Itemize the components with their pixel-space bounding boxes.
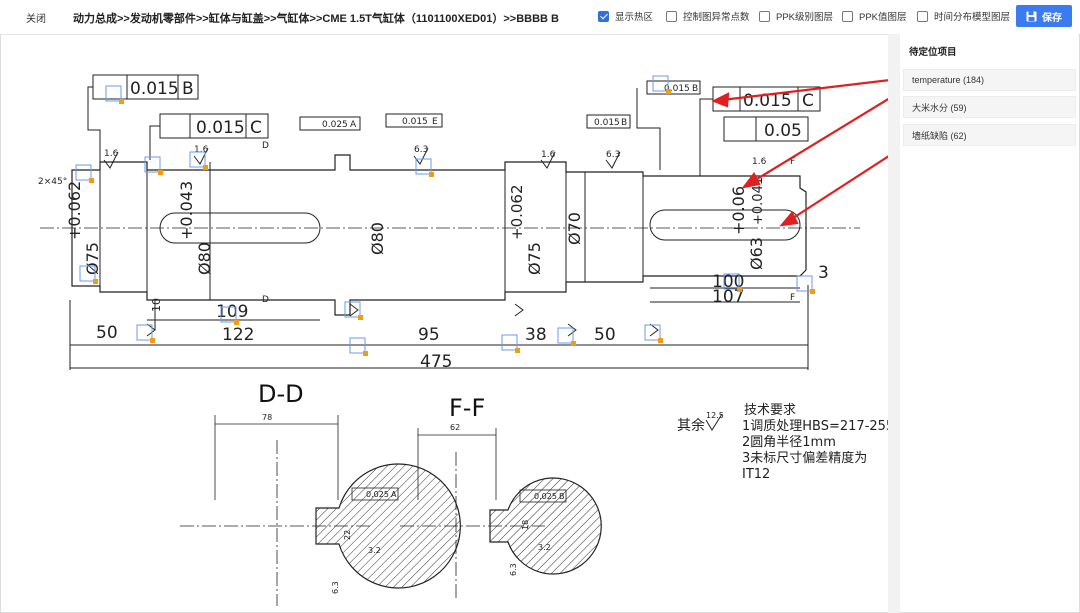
gdt-ref-b3: B <box>621 118 627 128</box>
dim-dia80-mid: Ø80 <box>368 222 387 255</box>
section-mark-f-top: F <box>790 157 795 167</box>
view-ff-gdt: 0.025 <box>534 492 557 501</box>
dim-122: 122 <box>222 325 254 345</box>
panel-divider <box>888 34 900 613</box>
dim-dia70: Ø70 <box>565 212 584 245</box>
tol-plus-06: +0.06 <box>729 186 748 235</box>
gdt-ref-a: A <box>350 120 357 130</box>
dim-107: 107 <box>712 287 744 307</box>
view-dd-title: D-D <box>258 380 304 408</box>
dim-dia75-right: Ø75 <box>525 242 544 275</box>
toolbar: 关闭 动力总成>>发动机零部件>>缸体与缸盖>>气缸体>>CME 1.5T气缸体… <box>0 0 1080 35</box>
notes-rest-roughness: 12.5 <box>706 411 724 420</box>
dim-95: 95 <box>418 325 440 345</box>
view-ff-dim: 62 <box>450 423 460 432</box>
gdt-0015-c: 0.015 <box>196 118 245 138</box>
roughness-63-b: 6.3 <box>606 150 620 160</box>
gdt-0015-b2: 0.015 <box>664 84 690 94</box>
view-dd-ref: A <box>391 490 397 499</box>
tol-plus-043-b: +0.043 <box>177 181 196 240</box>
notes-title: 技术要求 <box>744 403 796 418</box>
view-ff-depth: 18 <box>521 520 530 530</box>
gdt-0015-e: 0.015 <box>402 117 428 127</box>
section-mark-f-bottom: F <box>790 293 795 303</box>
gdt-ref-c: C <box>250 118 262 138</box>
option-time-distribution[interactable]: 时间分布模型图层 <box>917 9 1010 23</box>
gdt-ref-b: B <box>182 79 194 99</box>
dim-3: 3 <box>818 263 829 283</box>
section-mark-d-bottom: D <box>262 295 269 305</box>
pending-items-panel: 待定位项目 <box>900 34 1078 611</box>
panel-title: 待定位项目 <box>909 47 957 58</box>
dim-100: 100 <box>712 272 744 292</box>
view-dd-depth: 22 <box>343 530 352 540</box>
dim-50b: 50 <box>594 325 616 345</box>
gdt-ref-b2: B <box>692 84 698 94</box>
option-show-hotzone[interactable]: 显示热区 <box>598 9 653 23</box>
panel-item-wallpaper-defect[interactable]: 墙纸缺陷 (62) <box>903 124 1076 146</box>
view-dd-roughness-63: 6.3 <box>331 581 340 594</box>
notes-rest: 其余 <box>677 417 705 434</box>
view-dd-gdt: 0.025 <box>366 490 389 499</box>
option-label: 控制图异常点数 <box>683 12 750 23</box>
roughness-16-b: 1.6 <box>194 145 209 155</box>
option-ppk-level[interactable]: PPK级别图层 <box>759 9 833 23</box>
option-label: 时间分布模型图层 <box>934 12 1011 23</box>
view-ff-roughness-63: 6.3 <box>509 563 518 576</box>
panel-item-temperature[interactable]: temperature (184) <box>903 69 1076 91</box>
roughness-63-a: 6.3 <box>414 145 428 155</box>
option-label: 显示热区 <box>615 12 654 23</box>
roughness-16-d: 1.6 <box>752 157 767 167</box>
gdt-0015-b: 0.015 <box>130 79 179 99</box>
notes-line-4: IT12 <box>742 467 770 482</box>
show-hotzone-checkbox[interactable] <box>598 10 609 22</box>
option-label: PPK级别图层 <box>776 12 834 23</box>
chamfer-label: 2×45° <box>38 177 67 187</box>
dim-50: 50 <box>96 323 118 343</box>
ppk-value-checkbox[interactable] <box>842 10 853 22</box>
save-button[interactable]: 保存 <box>1016 5 1072 27</box>
save-icon <box>1026 11 1037 21</box>
drawing-canvas[interactable]: 50 122 109 95 38 50 475 100 107 3 Ø75 +0… <box>4 40 888 611</box>
dim-475: 475 <box>420 352 452 372</box>
dim-dia75-left: Ø75 <box>83 242 102 275</box>
view-ff-title: F-F <box>449 394 485 422</box>
gdt-0025-a: 0.025 <box>322 120 348 130</box>
view-dd-dim: 78 <box>262 413 272 422</box>
notes-line-1: 1调质处理HBS=217-255 <box>742 419 888 434</box>
save-label: 保存 <box>1042 12 1062 24</box>
breadcrumb: 动力总成>>发动机零部件>>缸体与缸盖>>气缸体>>CME 1.5T气缸体（11… <box>73 13 559 25</box>
roughness-16-c: 1.6 <box>541 150 556 160</box>
gdt-ref-c2: C <box>802 91 814 111</box>
dim-10: 10 <box>150 298 163 312</box>
section-mark-d-top: D <box>262 141 269 151</box>
view-ff-roughness: 3.2 <box>538 543 551 552</box>
panel-item-rice-moisture[interactable]: 大米水分 (59) <box>903 96 1076 118</box>
gdt-ref-e: E <box>432 117 438 127</box>
dim-dia80-left: Ø80 <box>195 242 214 275</box>
notes-line-2: 2圆角半径1mm <box>742 435 836 450</box>
engineering-drawing[interactable]: 50 122 109 95 38 50 475 100 107 3 Ø75 +0… <box>4 40 888 611</box>
control-chart-checkbox[interactable] <box>666 10 677 22</box>
ppk-level-checkbox[interactable] <box>759 10 770 22</box>
option-control-chart[interactable]: 控制图异常点数 <box>666 9 750 23</box>
tol-plus-062-b: +0.062 <box>508 184 526 240</box>
view-ff-ref: B <box>559 492 565 501</box>
option-ppk-value[interactable]: PPK值图层 <box>842 9 907 23</box>
gdt-005: 0.05 <box>764 121 802 141</box>
close-button[interactable]: 关闭 <box>26 14 46 25</box>
roughness-16-a: 1.6 <box>104 149 119 159</box>
view-dd-roughness: 3.2 <box>368 546 381 555</box>
dim-dia63: Ø63 <box>747 237 766 270</box>
gdt-0015-b3: 0.015 <box>594 118 620 128</box>
time-distribution-checkbox[interactable] <box>917 10 928 22</box>
tol-plus-041: +0.041 <box>751 177 766 225</box>
notes-line-3: 3未标尺寸偏差精度为 <box>742 450 867 466</box>
option-label: PPK值图层 <box>859 12 907 23</box>
tol-plus-062: +0.062 <box>65 181 84 240</box>
dim-38: 38 <box>525 325 547 345</box>
